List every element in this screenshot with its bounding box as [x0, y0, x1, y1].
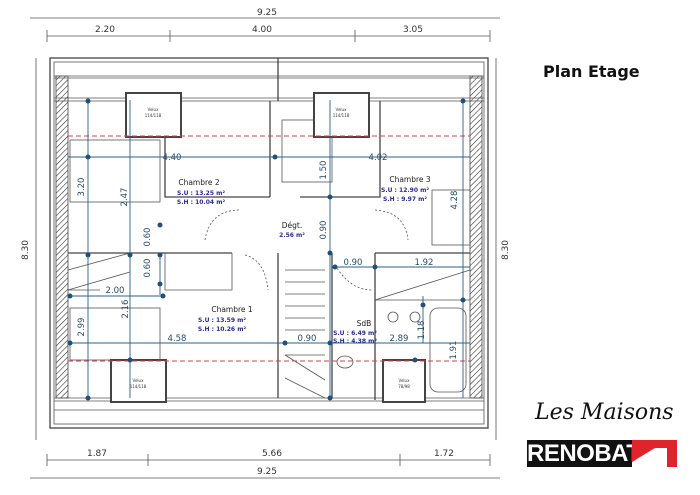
- bathtub: [429, 307, 467, 393]
- svg-text:114/118: 114/118: [145, 113, 162, 118]
- velux-windows: Velux 114/118 Velux 114/118 Velux 114/11…: [110, 92, 426, 403]
- svg-text:2.16: 2.16: [121, 300, 131, 319]
- svg-text:0.90: 0.90: [298, 334, 317, 344]
- walls: [49, 57, 489, 429]
- svg-text:0.90: 0.90: [344, 258, 363, 268]
- svg-text:114/118: 114/118: [130, 384, 147, 389]
- renobat-logo: Les Maisons RENOBAT: [527, 400, 677, 470]
- svg-text:0.90: 0.90: [319, 221, 329, 240]
- roof-icon: [632, 440, 677, 467]
- staircase: [284, 269, 326, 399]
- svg-text:Velux: Velux: [148, 107, 160, 112]
- svg-text:S.H : 4.38 m²: S.H : 4.38 m²: [333, 338, 377, 345]
- svg-text:114/118: 114/118: [333, 113, 350, 118]
- toilet: [336, 355, 354, 369]
- svg-text:Chambre 3: Chambre 3: [389, 175, 431, 184]
- dim-right-total: 8.30: [501, 240, 511, 260]
- dim-top-2: 4.00: [252, 25, 272, 35]
- bed-chambre-2: [69, 139, 161, 203]
- svg-text:Velux: Velux: [399, 378, 411, 383]
- svg-text:0.60: 0.60: [143, 259, 153, 278]
- svg-text:1.50: 1.50: [319, 161, 329, 180]
- svg-text:S.U : 12.90 m²: S.U : 12.90 m²: [381, 187, 429, 194]
- svg-text:SdB: SdB: [357, 319, 372, 328]
- svg-text:Velux: Velux: [133, 378, 145, 383]
- outer-dimensions: 9.25 2.20 4.00 3.05 1.87 5.66 1.72 9.25 …: [21, 8, 511, 479]
- room-sdb: SdB S.U : 6.49 m² S.H : 4.38 m²: [333, 319, 377, 345]
- svg-text:4.58: 4.58: [168, 334, 187, 344]
- svg-text:2.47: 2.47: [120, 188, 130, 207]
- svg-text:S.H : 10.04 m²: S.H : 10.04 m²: [177, 199, 226, 206]
- room-chambre-2: Chambre 2 S.U : 13.25 m² S.H : 10.04 m²: [177, 178, 226, 206]
- svg-text:4.40: 4.40: [163, 153, 182, 163]
- dim-bottom-2: 5.66: [262, 449, 282, 459]
- svg-text:1.91: 1.91: [449, 341, 459, 360]
- room-chambre-1: Chambre 1 S.U : 13.59 m² S.H : 10.26 m²: [198, 305, 253, 333]
- sink: [409, 311, 421, 323]
- svg-text:4.28: 4.28: [450, 191, 460, 210]
- svg-text:S.U : 6.49 m²: S.U : 6.49 m²: [333, 330, 377, 337]
- logo-script: Les Maisons: [535, 400, 674, 425]
- page-title: Plan Etage: [543, 62, 640, 81]
- svg-text:1.18: 1.18: [417, 321, 427, 340]
- dim-bottom-1: 1.87: [87, 449, 107, 459]
- svg-text:78/98: 78/98: [398, 384, 410, 389]
- dim-bottom-total: 9.25: [257, 467, 277, 477]
- svg-text:2.00: 2.00: [106, 286, 125, 296]
- svg-text:2.56 m²: 2.56 m²: [279, 232, 305, 239]
- inner-dimension-labels: 4.40 4.02 3.20 2.47 1.50 4.28 0.60 0.60 …: [77, 153, 460, 359]
- dim-bottom-3: 1.72: [434, 449, 454, 459]
- logo-brand: RENOBAT: [527, 440, 641, 467]
- svg-text:Velux: Velux: [336, 107, 348, 112]
- svg-text:Chambre 2: Chambre 2: [178, 178, 220, 187]
- room-chambre-3: Chambre 3 S.U : 12.90 m² S.H : 9.97 m²: [381, 175, 431, 203]
- sink: [387, 311, 399, 323]
- dim-top-3: 3.05: [403, 25, 423, 35]
- svg-text:2.89: 2.89: [390, 334, 409, 344]
- dim-left-total: 8.30: [21, 240, 31, 260]
- svg-text:S.U : 13.59 m²: S.U : 13.59 m²: [198, 317, 246, 324]
- svg-text:S.U : 13.25 m²: S.U : 13.25 m²: [177, 190, 225, 197]
- dim-top-1: 2.20: [95, 25, 115, 35]
- svg-text:1.92: 1.92: [415, 258, 434, 268]
- svg-text:0.60: 0.60: [143, 228, 153, 247]
- dim-top-total: 9.25: [257, 8, 277, 18]
- svg-text:S.H : 10.26 m²: S.H : 10.26 m²: [198, 326, 247, 333]
- room-degagement: Dégt. 2.56 m²: [279, 221, 305, 239]
- svg-text:3.20: 3.20: [77, 178, 87, 197]
- bed-chambre-3: [281, 119, 333, 183]
- svg-text:Chambre 1: Chambre 1: [211, 305, 253, 314]
- dimension-lines: [67, 98, 470, 401]
- svg-text:4.02: 4.02: [369, 153, 388, 163]
- svg-text:S.H : 9.97 m²: S.H : 9.97 m²: [383, 196, 427, 203]
- svg-text:Dégt.: Dégt.: [282, 221, 302, 230]
- svg-text:2.99: 2.99: [77, 318, 87, 337]
